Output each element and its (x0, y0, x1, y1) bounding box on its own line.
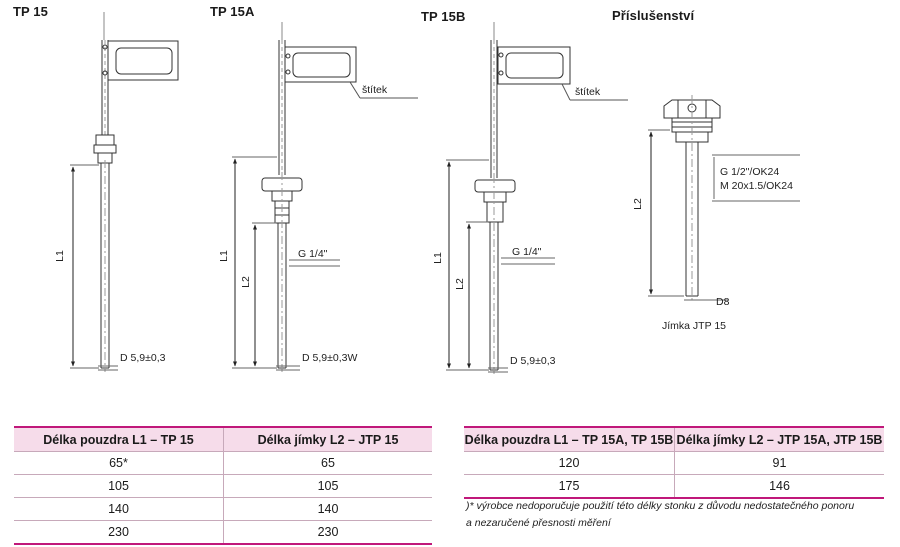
table-cell: 65 (223, 451, 432, 475)
table-row: 175 146 (464, 474, 884, 499)
table-header-cell: Délka pouzdra L1 – TP 15 (14, 426, 224, 452)
table-row: 230 230 (14, 520, 432, 545)
tag-label-tp15a: štítek (362, 84, 388, 96)
diameter-label-tp15: D 5,9±0,3 (120, 352, 166, 364)
tag-label-tp15b: štítek (575, 86, 601, 98)
table-cell: 175 (464, 474, 675, 499)
table-header-row: Délka pouzdra L1 – TP 15 Délka jímky L2 … (14, 426, 432, 452)
table-tp15a-tp15b: Délka pouzdra L1 – TP 15A, TP 15B Délka … (464, 426, 884, 499)
thermowell-caption: Jímka JTP 15 (662, 320, 726, 332)
thread-label-accessory-2: M 20x1.5/OK24 (720, 180, 793, 192)
dimension-l2-tp15b: L2 (453, 278, 466, 290)
sensor-tp15b (446, 22, 628, 374)
table-cell: 230 (223, 520, 432, 545)
thread-label-tp15b: G 1/4" (512, 246, 542, 258)
title-tp15b: TP 15B (421, 9, 466, 24)
thread-label-tp15a: G 1/4" (298, 248, 328, 260)
table-cell: 120 (464, 451, 675, 475)
title-tp15: TP 15 (13, 4, 48, 19)
thread-label-accessory-1: G 1/2"/OK24 (720, 166, 780, 178)
dimension-l1-tp15a: L1 (217, 250, 230, 262)
dimension-l1-tp15: L1 (53, 250, 66, 262)
table-cell: 146 (674, 474, 884, 499)
table-header-cell: Délka jímky L2 – JTP 15A, JTP 15B (674, 426, 884, 452)
table-header-cell: Délka jímky L2 – JTP 15 (223, 426, 432, 452)
table-cell: 65* (14, 451, 224, 475)
dimension-l2-accessory: L2 (631, 198, 644, 210)
diameter-label-tp15a: D 5,9±0,3W (302, 352, 358, 364)
table-cell: 230 (14, 520, 224, 545)
title-accessories: Příslušenství (612, 8, 695, 23)
table-cell: 91 (674, 451, 884, 475)
dimension-l1-tp15b: L1 (431, 252, 444, 264)
technical-drawing (70, 12, 800, 374)
title-tp15a: TP 15A (210, 4, 255, 19)
thermowell-jtp15 (648, 95, 800, 302)
table-cell: 105 (223, 474, 432, 498)
dimension-l2-tp15a: L2 (239, 276, 252, 288)
diameter-label-d8: D8 (716, 296, 730, 308)
table-cell: 105 (14, 474, 224, 498)
table-cell: 140 (14, 497, 224, 521)
sensor-tp15a (232, 22, 418, 372)
table-row: 105 105 (14, 474, 432, 498)
diameter-label-tp15b: D 5,9±0,3 (510, 355, 556, 367)
table-row: 140 140 (14, 497, 432, 521)
footnote-line-2: a nezaručené přesnosti měření (466, 517, 611, 529)
footnote-line-1: )* výrobce nedoporučuje použití této dél… (466, 500, 855, 512)
table-header-cell: Délka pouzdra L1 – TP 15A, TP 15B (464, 426, 675, 452)
table-row: 120 91 (464, 451, 884, 475)
footnote: )* výrobce nedoporučuje použití této dél… (466, 498, 854, 532)
sensor-tp15 (70, 12, 179, 372)
table-tp15: Délka pouzdra L1 – TP 15 Délka jímky L2 … (14, 426, 432, 545)
table-cell: 140 (223, 497, 432, 521)
table-header-row: Délka pouzdra L1 – TP 15A, TP 15B Délka … (464, 426, 884, 452)
table-row: 65* 65 (14, 451, 432, 475)
